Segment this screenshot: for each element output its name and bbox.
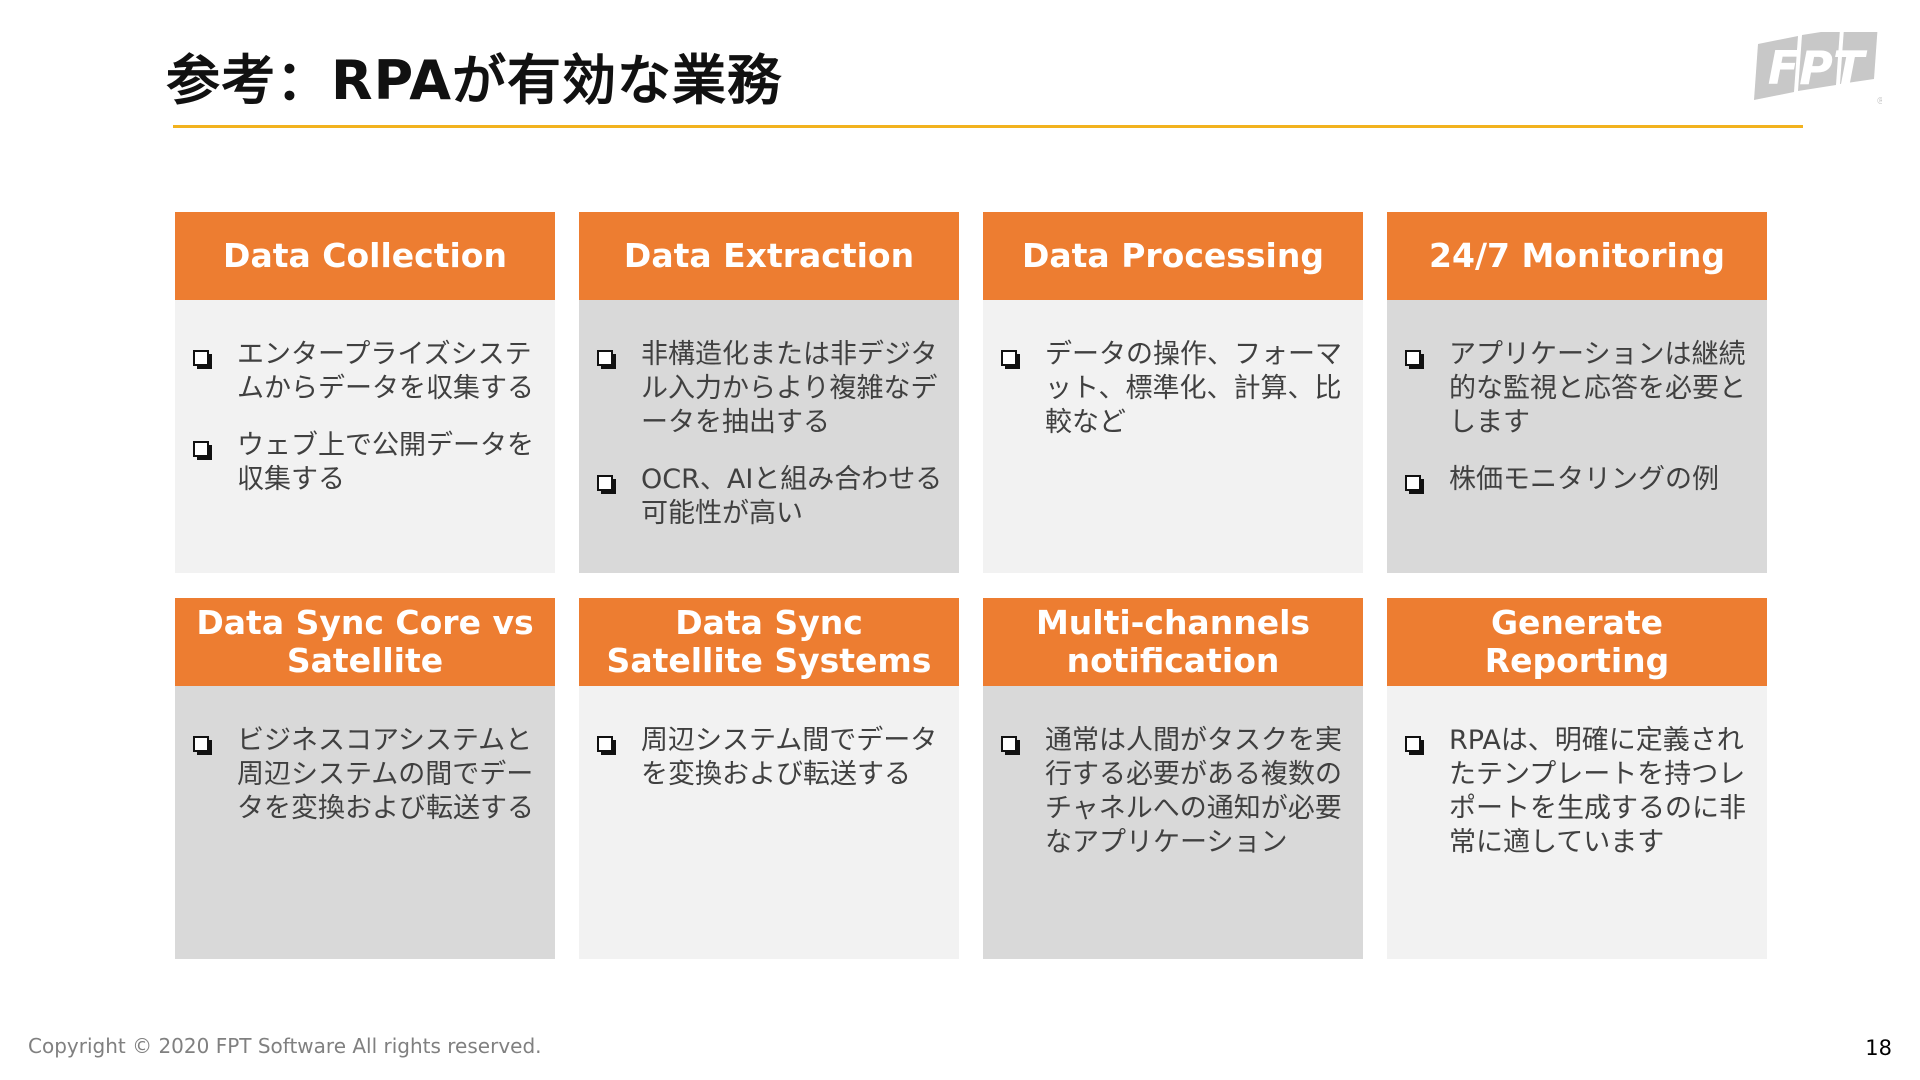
list-item-text: エンタープライズシステムからデータを収集する [237,339,534,404]
copyright-footer: Copyright © 2020 FPT Software All rights… [28,1034,542,1058]
card-header: Generate Reporting [1387,598,1767,686]
list-item-text: データの操作、フォーマット、標準化、計算、比較など [1045,339,1342,438]
page-number: 18 [1865,1036,1892,1060]
checkbox-bullet-icon [1001,736,1029,755]
card-body: ビジネスコアシステムと周辺システムの間でデータを変換および転送する [175,686,555,959]
list-item-text: 株価モニタリングの例 [1449,464,1719,495]
checkbox-bullet-icon [193,350,221,369]
checkbox-bullet-icon [597,736,625,755]
card-body: 周辺システム間でデータを変換および転送する [579,686,959,959]
card-data-sync-satellite: Data Sync Satellite Systems 周辺システム間でデータを… [579,598,959,959]
logo-text: FPT [1768,41,1868,95]
list-item-text: 周辺システム間でデータを変換および転送する [641,725,938,790]
card-header: 24/7 Monitoring [1387,212,1767,300]
list-item-text: 通常は人間がタスクを実行する必要がある複数のチャネルへの通知が必要なアプリケーシ… [1045,725,1342,858]
checkbox-bullet-icon [193,441,221,460]
list-item: アプリケーションは継続的な監視と応答を必要とします [1401,338,1753,440]
checkbox-bullet-icon [1405,350,1433,369]
checkbox-bullet-icon [1001,350,1029,369]
page-title: 参考：RPAが有効な業務 [166,49,782,112]
list-item: ビジネスコアシステムと周辺システムの間でデータを変換および転送する [189,724,541,826]
list-item-text: ビジネスコアシステムと周辺システムの間でデータを変換および転送する [237,725,534,824]
list-item: RPAは、明確に定義されたテンプレートを持つレポートを生成するのに非常に適してい… [1401,724,1753,860]
list-item-text: 非構造化または非デジタル入力からより複雑なデータを抽出する [641,339,938,438]
list-item: エンタープライズシステムからデータを収集する [189,338,541,406]
list-item: OCR、AIと組み合わせる可能性が高い [593,463,945,531]
list-item-text: OCR、AIと組み合わせる可能性が高い [641,464,943,529]
checkbox-bullet-icon [597,350,625,369]
list-item: 通常は人間がタスクを実行する必要がある複数のチャネルへの通知が必要なアプリケーシ… [997,724,1349,860]
card-data-collection: Data Collection エンタープライズシステムからデータを収集する ウ… [175,212,555,573]
card-body: エンタープライズシステムからデータを収集する ウェブ上で公開データを収集する [175,300,555,573]
checkbox-bullet-icon [597,475,625,494]
card-data-sync-core: Data Sync Core vs Satellite ビジネスコアシステムと周… [175,598,555,959]
list-item: 周辺システム間でデータを変換および転送する [593,724,945,792]
card-body: RPAは、明確に定義されたテンプレートを持つレポートを生成するのに非常に適してい… [1387,686,1767,959]
card-monitoring: 24/7 Monitoring アプリケーションは継続的な監視と応答を必要としま… [1387,212,1767,573]
list-item-text: アプリケーションは継続的な監視と応答を必要とします [1449,339,1746,438]
card-data-processing: Data Processing データの操作、フォーマット、標準化、計算、比較な… [983,212,1363,573]
list-item: データの操作、フォーマット、標準化、計算、比較など [997,338,1349,440]
title-underline [173,125,1803,128]
card-header: Multi-channels notification [983,598,1363,686]
list-item-text: RPAは、明確に定義されたテンプレートを持つレポートを生成するのに非常に適してい… [1449,725,1746,858]
card-body: 非構造化または非デジタル入力からより複雑なデータを抽出する OCR、AIと組み合… [579,300,959,573]
card-body: 通常は人間がタスクを実行する必要がある複数のチャネルへの通知が必要なアプリケーシ… [983,686,1363,959]
card-header: Data Collection [175,212,555,300]
checkbox-bullet-icon [1405,736,1433,755]
checkbox-bullet-icon [193,736,221,755]
card-generate-reporting: Generate Reporting RPAは、明確に定義されたテンプレートを持… [1387,598,1767,959]
card-body: アプリケーションは継続的な監視と応答を必要とします 株価モニタリングの例 [1387,300,1767,573]
card-body: データの操作、フォーマット、標準化、計算、比較など [983,300,1363,573]
list-item: 非構造化または非デジタル入力からより複雑なデータを抽出する [593,338,945,440]
list-item: ウェブ上で公開データを収集する [189,429,541,497]
card-header: Data Extraction [579,212,959,300]
card-header: Data Sync Satellite Systems [579,598,959,686]
card-header: Data Sync Core vs Satellite [175,598,555,686]
card-data-extraction: Data Extraction 非構造化または非デジタル入力からより複雑なデータ… [579,212,959,573]
checkbox-bullet-icon [1405,475,1433,494]
list-item: 株価モニタリングの例 [1401,463,1753,497]
card-header: Data Processing [983,212,1363,300]
list-item-text: ウェブ上で公開データを収集する [237,430,534,495]
use-case-grid: Data Collection エンタープライズシステムからデータを収集する ウ… [175,212,1767,959]
svg-text:®: ® [1876,96,1882,107]
card-multichannel-notification: Multi-channels notification 通常は人間がタスクを実行… [983,598,1363,959]
fpt-logo: FPT ® [1754,32,1882,107]
